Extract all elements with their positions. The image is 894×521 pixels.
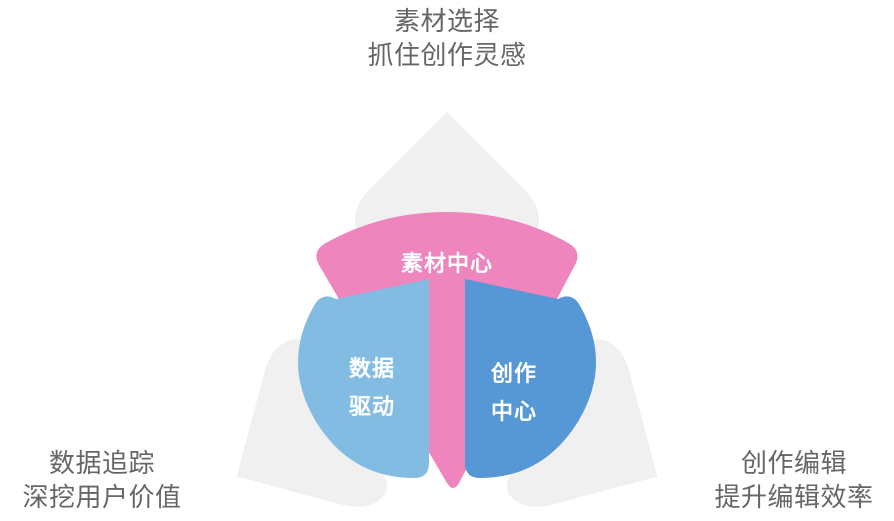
segment-label-line: 素材中心 (400, 251, 493, 276)
segment-label-line: 中心 (490, 399, 537, 424)
segment-label-material-center: 素材中心 (382, 245, 512, 283)
segment-material-center[interactable] (316, 212, 578, 488)
segment-label-data-driven: 数据 驱动 (320, 350, 424, 426)
segment-creation-center[interactable] (465, 279, 596, 478)
outer-label-bottom-right: 创作编辑 提升编辑效率 (694, 446, 894, 514)
outer-label-top: 素材选择 抓住创作灵感 (0, 4, 894, 72)
outer-label-line: 创作编辑 (740, 448, 847, 478)
segment-group (298, 212, 596, 488)
segment-label-line: 驱动 (348, 394, 395, 419)
outer-label-bottom-left: 数据追踪 深挖用户价值 (2, 446, 202, 514)
segment-label-creation-center: 创作 中心 (462, 355, 566, 431)
outer-label-line: 提升编辑效率 (714, 482, 874, 512)
outer-label-line: 素材选择 (393, 6, 500, 36)
segment-label-line: 数据 (348, 356, 395, 381)
outer-label-line: 抓住创作灵感 (367, 40, 527, 70)
outer-label-line: 数据追踪 (48, 448, 155, 478)
outer-label-line: 深挖用户价值 (22, 482, 182, 512)
segment-data-driven[interactable] (298, 279, 429, 478)
segment-label-line: 创作 (490, 361, 537, 386)
